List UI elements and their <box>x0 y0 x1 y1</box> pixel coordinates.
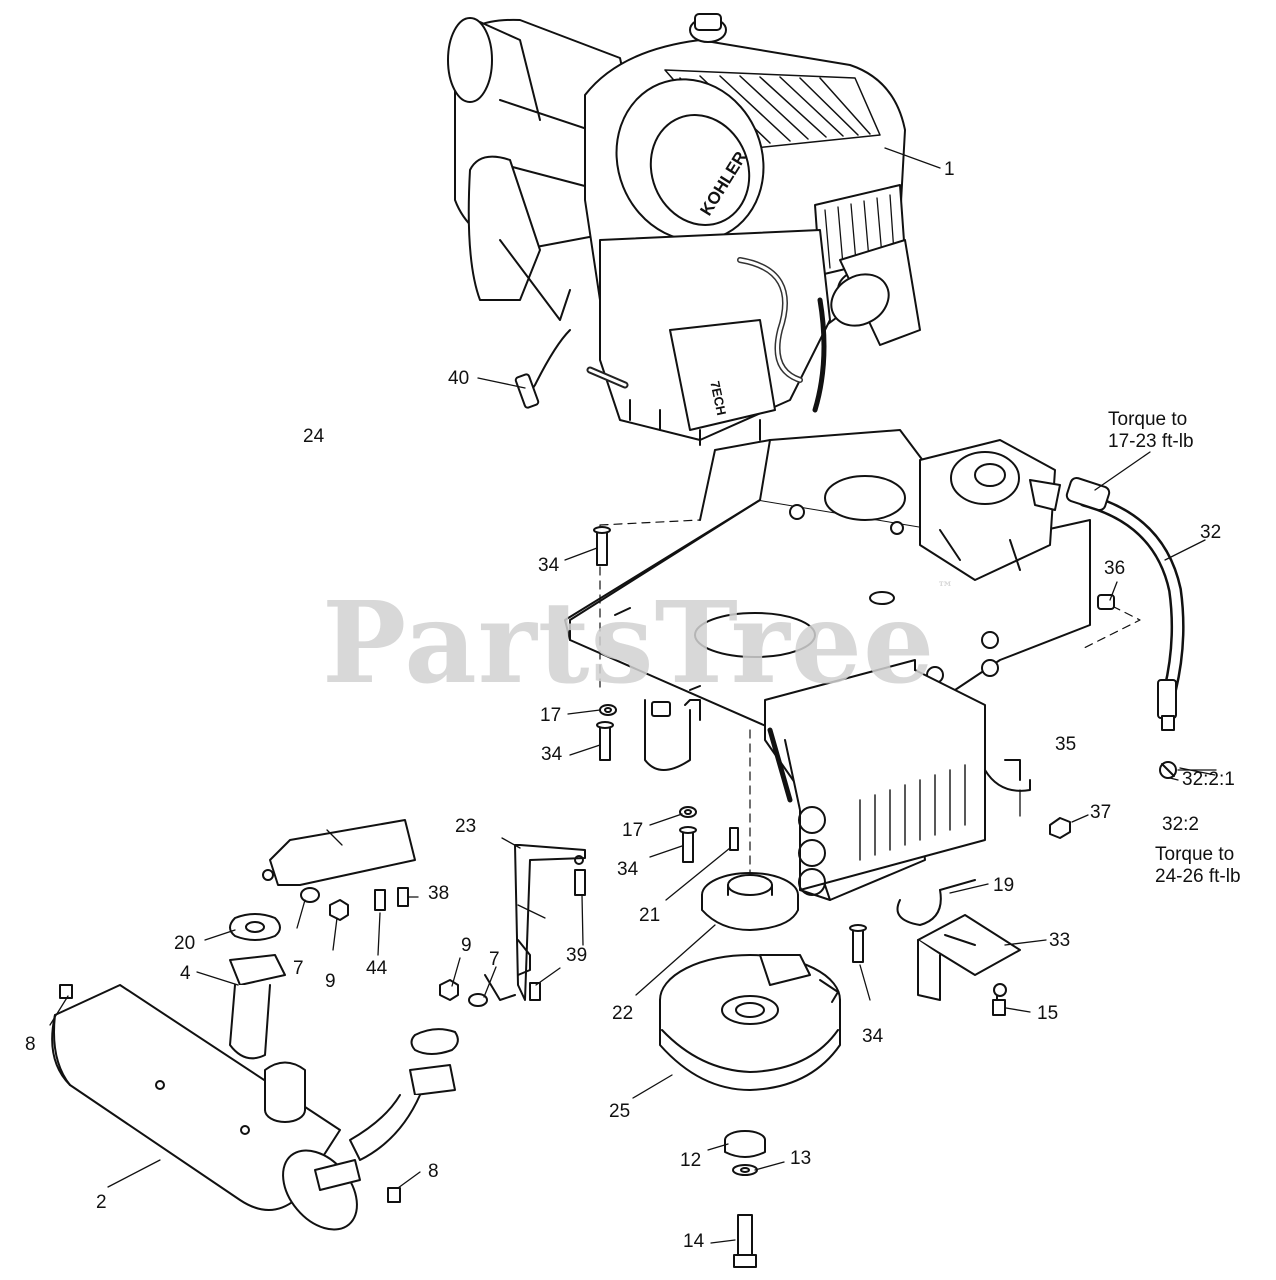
bracket-23 <box>439 844 586 1007</box>
clutch-hardware <box>724 1130 766 1268</box>
callout-22: 22 <box>612 1003 634 1024</box>
callout-4: 4 <box>180 963 191 984</box>
callout-35: 35 <box>1055 734 1077 755</box>
callout-21: 21 <box>639 905 661 926</box>
engine-series-label: 7ECH <box>707 380 729 417</box>
callout-17-upper: 17 <box>540 705 562 726</box>
fasteners <box>593 526 1115 1016</box>
callout-37: 37 <box>1090 802 1112 823</box>
callout-1: 1 <box>944 159 955 180</box>
callout-8-right: 8 <box>428 1161 439 1182</box>
callout-20: 20 <box>174 933 196 954</box>
callout-40: 40 <box>448 368 470 389</box>
callout-13: 13 <box>790 1148 812 1169</box>
callout-34-top: 34 <box>538 555 560 576</box>
callout-2: 2 <box>96 1192 107 1213</box>
callout-14: 14 <box>683 1231 705 1252</box>
callout-32-2: 32:2 <box>1162 814 1199 835</box>
callout-44: 44 <box>366 958 388 979</box>
torque-note-lower-line2: 24-26 ft-lb <box>1155 865 1241 887</box>
callout-24: 24 <box>303 426 325 447</box>
callout-36: 36 <box>1104 558 1126 579</box>
callout-8-left: 8 <box>25 1034 36 1055</box>
torque-note-lower: Torque to 24-26 ft-lb <box>1155 844 1241 888</box>
callout-9-left: 9 <box>325 971 336 992</box>
cotter-clip <box>896 879 976 926</box>
callout-7-right: 7 <box>489 949 500 970</box>
belt-guard <box>764 659 1031 901</box>
torque-note-upper-line1: Torque to <box>1108 409 1188 430</box>
callout-12: 12 <box>680 1150 702 1171</box>
hydraulic-pump <box>919 439 1061 581</box>
callout-19: 19 <box>993 875 1015 896</box>
callout-17-lower: 17 <box>622 820 644 841</box>
callout-9-right: 9 <box>461 935 472 956</box>
callout-23: 23 <box>455 816 477 837</box>
torque-note-upper: Torque to 17-23 ft-lb <box>1108 409 1194 453</box>
callout-33: 33 <box>1049 930 1071 951</box>
callout-34-right: 34 <box>862 1026 884 1047</box>
bracket-33 <box>917 914 1021 1013</box>
muffler <box>51 913 459 1231</box>
torque-note-lower-line1: Torque to <box>1155 844 1235 865</box>
callout-15: 15 <box>1037 1003 1059 1024</box>
callout-38: 38 <box>428 883 450 904</box>
callout-25: 25 <box>609 1101 631 1122</box>
hydraulic-hose <box>1065 476 1185 779</box>
callout-39: 39 <box>566 945 588 966</box>
callout-34-lower: 34 <box>617 859 639 880</box>
callout-32: 32 <box>1200 522 1222 543</box>
torque-note-upper-line2: 17-23 ft-lb <box>1108 430 1194 452</box>
engine-assembly: KOHLER 7ECH <box>447 13 921 446</box>
muffler-bracket <box>262 819 416 921</box>
callout-32-2-1: 32:2:1 <box>1182 769 1235 790</box>
callout-34-mid: 34 <box>541 744 563 765</box>
pulley-assembly <box>701 872 799 931</box>
electric-clutch <box>659 954 841 1091</box>
leader-lines <box>49 147 1217 1244</box>
callout-7-left: 7 <box>293 958 304 979</box>
